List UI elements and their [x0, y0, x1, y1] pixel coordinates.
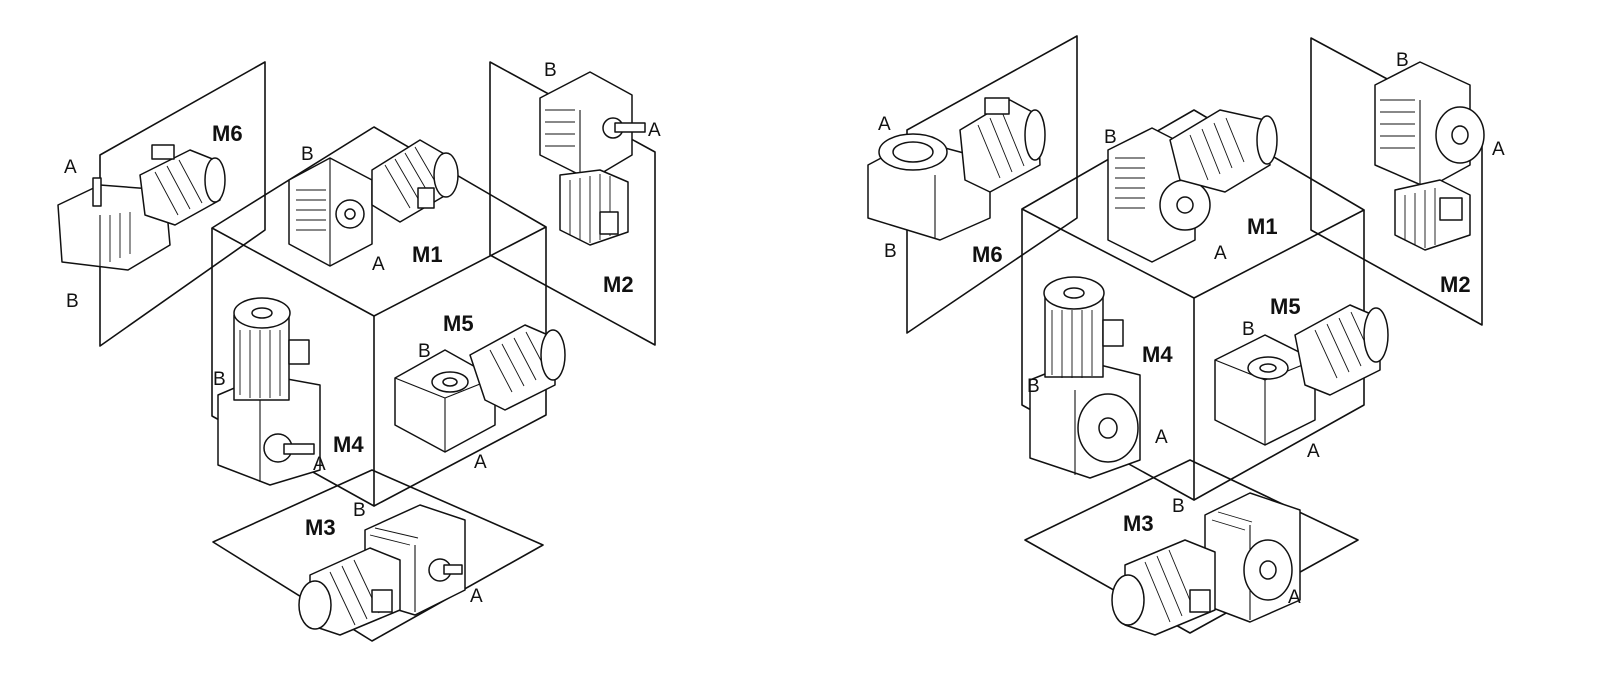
right-m5-a: A — [1307, 441, 1320, 462]
left-label-m1: M1 — [412, 242, 443, 267]
left-m1-a: A — [372, 254, 385, 275]
right-m3-gearmotor — [1111, 492, 1301, 636]
right-diagram: M1 M2 M3 M4 M5 M6 A B A B A B A B A B A … — [867, 35, 1505, 636]
right-label-m1: M1 — [1247, 214, 1278, 239]
left-label-m3: M3 — [305, 515, 336, 540]
left-m3-a: A — [470, 586, 483, 607]
right-plane-m6 — [906, 35, 1078, 334]
left-m3-gearmotor — [298, 504, 466, 636]
left-m5-gearmotor — [394, 324, 566, 453]
right-m1-gearmotor — [1107, 109, 1278, 263]
right-m3-b: B — [1172, 496, 1185, 517]
left-m3-b: B — [353, 500, 366, 521]
left-m6-a: A — [64, 157, 77, 178]
left-m1-gearmotor — [288, 139, 459, 267]
left-m5-a: A — [474, 452, 487, 473]
left-label-m2: M2 — [603, 272, 634, 297]
right-m4-a: A — [1155, 427, 1168, 448]
left-m6-b: B — [66, 291, 79, 312]
right-m5-gearmotor — [1214, 304, 1389, 446]
right-label-m4: M4 — [1142, 342, 1173, 367]
right-m6-b: B — [884, 241, 897, 262]
left-m2-gearmotor — [539, 71, 646, 246]
right-m6-a: A — [878, 114, 891, 135]
right-m2-a: A — [1492, 139, 1505, 160]
right-m1-b: B — [1104, 127, 1117, 148]
left-plane-m6 — [99, 61, 266, 347]
left-m2-a: A — [648, 120, 661, 141]
right-m3-a: A — [1288, 587, 1301, 608]
left-m1-b: B — [301, 144, 314, 165]
right-m6-gearmotor — [867, 97, 1046, 241]
right-m5-b: B — [1242, 319, 1255, 340]
left-m4-gearmotor — [217, 297, 321, 486]
left-m6-gearmotor — [57, 144, 226, 271]
left-label-m6: M6 — [212, 121, 243, 146]
right-m2-gearmotor — [1374, 61, 1485, 251]
left-m4-b: B — [213, 369, 226, 390]
left-m4-a: A — [313, 454, 326, 475]
right-m4-b: B — [1027, 376, 1040, 397]
right-m1-a: A — [1214, 243, 1227, 264]
right-label-m3: M3 — [1123, 511, 1154, 536]
left-m2-b: B — [544, 60, 557, 81]
right-label-m6: M6 — [972, 242, 1003, 267]
left-m5-b: B — [418, 341, 431, 362]
right-label-m2: M2 — [1440, 272, 1471, 297]
left-diagram: M1 M2 M3 M4 M5 M6 A B A B A B A B A B A … — [57, 60, 661, 642]
right-m2-b: B — [1396, 50, 1409, 71]
right-label-m5: M5 — [1270, 294, 1301, 319]
right-m4-gearmotor — [1029, 276, 1141, 479]
left-label-m5: M5 — [443, 311, 474, 336]
left-label-m4: M4 — [333, 432, 364, 457]
